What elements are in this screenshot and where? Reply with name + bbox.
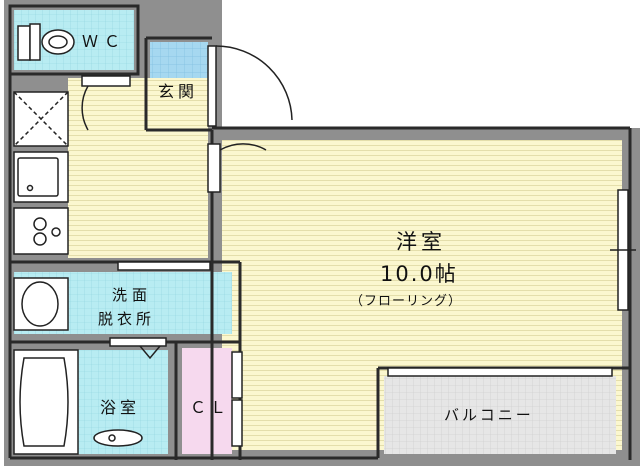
wc-door-icon [81, 75, 131, 131]
wc-label: ＷＣ [82, 32, 127, 51]
bathroom-door-icon [109, 337, 167, 360]
closet-label: ＣＬ [190, 398, 231, 417]
balcony-floor [384, 376, 616, 454]
western-room-floor-type: （フローリング） [350, 294, 463, 309]
toilet-icon [17, 23, 75, 61]
entrance-door-icon [207, 45, 293, 127]
washroom-label-line1: 洗面 [112, 286, 153, 304]
washroom-sliding-door-icon [117, 261, 211, 271]
balcony-label: バルコニー [444, 406, 534, 424]
room-door-icon [207, 143, 267, 193]
western-room-label: 洋室 [396, 230, 446, 254]
closet-door-icon [231, 351, 243, 447]
western-room-size: 10.0帖 [380, 262, 458, 286]
sink-icon [13, 151, 69, 203]
closet-floor [182, 348, 232, 454]
stove-icon [13, 207, 69, 255]
refrigerator-icon [13, 91, 69, 147]
bathroom-label: 浴室 [100, 398, 141, 417]
side-window-icon [610, 189, 636, 311]
washbasin-icon [13, 277, 69, 331]
bath-drain-icon [93, 429, 143, 447]
balcony-window-icon [387, 367, 613, 377]
kitchen-floor [68, 78, 208, 258]
washroom-label-line2: 脱衣所 [98, 310, 156, 328]
entrance-label: 玄関 [158, 82, 199, 101]
bathtub-icon [13, 349, 79, 455]
